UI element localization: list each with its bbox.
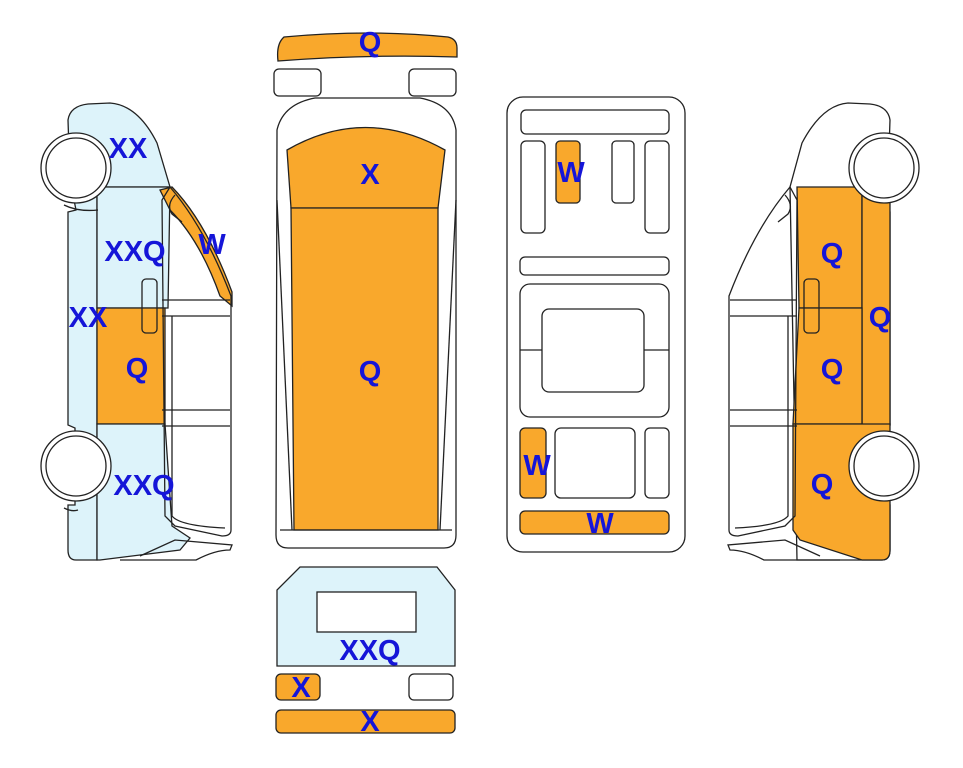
left-front-door-panel: [96, 186, 171, 309]
left-front-wheel: [40, 132, 112, 204]
damage-labels: Q X Q XX XXQ W XX Q XXQ W W W Q Q Q Q XX…: [69, 27, 892, 738]
label-rear-door: XXQ: [339, 635, 400, 667]
label-interior-seat: W: [557, 157, 585, 189]
label-right-front-door: Q: [821, 238, 844, 270]
rear-lamp-right: [408, 673, 454, 701]
interior-seat-panel: [555, 140, 581, 204]
left-rear-wheel: [40, 430, 112, 502]
label-right-rear: Q: [811, 469, 834, 501]
roof-view: [275, 97, 457, 549]
right-side-view: [727, 102, 920, 561]
left-rear-panel: [96, 423, 191, 561]
right-headlight: [408, 68, 457, 97]
label-left-top: XX: [109, 133, 148, 165]
rear-view: [275, 566, 456, 734]
label-rear-lamp: X: [291, 672, 311, 704]
rear-bumper-panel: [275, 709, 456, 734]
interior-view: [506, 96, 686, 553]
label-roof-main: Q: [359, 356, 382, 388]
label-right-sliding-door: Q: [821, 354, 844, 386]
right-rear-wheel: [848, 430, 920, 502]
label-front-bumper: Q: [359, 27, 382, 59]
roof-front-panel: [286, 126, 446, 209]
label-left-front-door: XXQ: [104, 236, 165, 268]
label-left-mid: XX: [69, 302, 108, 334]
label-left-rear: XXQ: [113, 470, 174, 502]
label-interior-rear-left: W: [523, 450, 551, 482]
rear-lamp-panel: [275, 673, 321, 701]
left-headlight: [273, 68, 322, 97]
label-left-door-frame: W: [198, 229, 226, 261]
front-bumper-panel: [276, 32, 458, 62]
interior-rear-left-panel: [519, 427, 547, 499]
right-front-wheel: [848, 132, 920, 204]
front-view: [273, 32, 458, 97]
label-roof-front: X: [360, 159, 380, 191]
label-interior-rear-bumper: W: [586, 508, 614, 540]
label-right-pillar: Q: [869, 302, 892, 334]
left-door-frame-panel: [159, 186, 233, 308]
label-left-sliding-door: Q: [126, 353, 149, 385]
label-rear-bumper: X: [360, 706, 380, 738]
interior-rear-bumper-panel: [519, 510, 670, 535]
rear-window: [316, 591, 417, 633]
left-side-view: [40, 102, 233, 561]
